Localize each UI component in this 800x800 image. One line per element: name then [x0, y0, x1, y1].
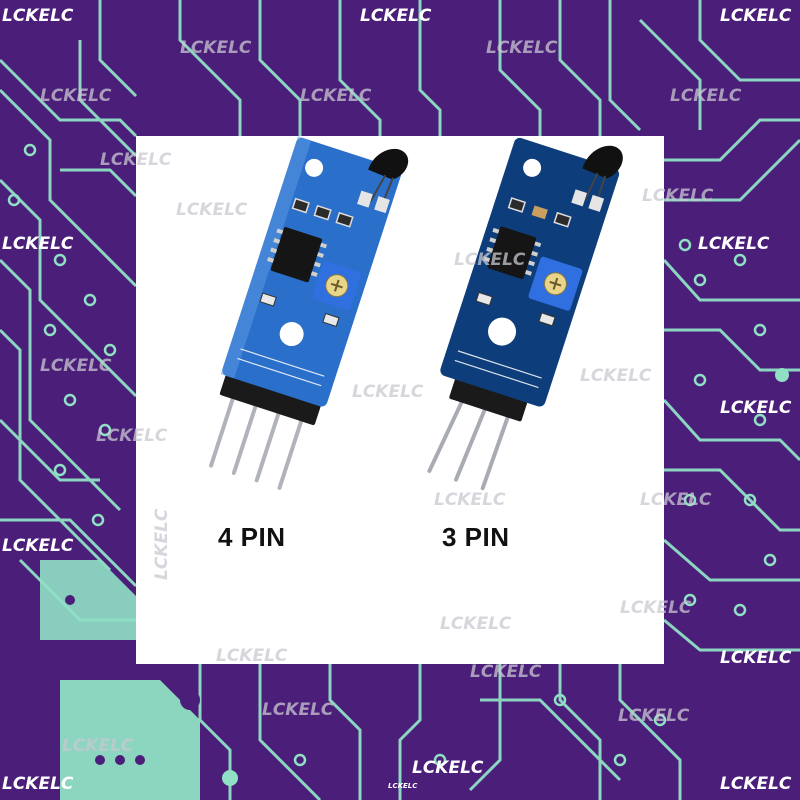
watermark: LCKELC	[352, 382, 424, 402]
watermark: LCKELC	[2, 234, 74, 254]
caption-3-pin: 3 PIN	[442, 522, 510, 552]
watermark: LCKELC	[698, 234, 770, 254]
watermark: LCKELC	[470, 662, 542, 682]
watermark: LCKELC	[96, 426, 168, 446]
watermark: LCKELC	[720, 6, 792, 26]
watermark-small: LCKELC	[388, 782, 418, 790]
watermark: LCKELC	[2, 6, 74, 26]
watermark: LCKELC	[486, 38, 558, 58]
watermark: LCKELC	[62, 736, 134, 756]
watermark: LCKELC	[262, 700, 334, 720]
caption-4-pin: 4 PIN	[218, 522, 286, 552]
module-4pin	[209, 136, 409, 490]
watermark: LCKELC	[454, 250, 526, 270]
watermark: LCKELC	[434, 490, 506, 510]
watermark: LCKELC	[176, 200, 248, 220]
module-3pin	[427, 137, 623, 491]
watermark: LCKELC	[2, 536, 74, 556]
watermark: LCKELC	[640, 490, 712, 510]
watermark: LCKELC	[580, 366, 652, 386]
watermark-vertical: LCKELC	[152, 508, 172, 580]
watermark: LCKELC	[720, 648, 792, 668]
watermark: LCKELC	[300, 86, 372, 106]
watermark: LCKELC	[360, 6, 432, 26]
watermark: LCKELC	[618, 706, 690, 726]
watermark: LCKELC	[620, 598, 692, 618]
watermark: LCKELC	[216, 646, 288, 666]
sensor-modules-illustration	[209, 136, 623, 491]
watermark: LCKELC	[412, 758, 484, 778]
watermark: LCKELC	[440, 614, 512, 634]
watermark: LCKELC	[670, 86, 742, 106]
watermark: LCKELC	[40, 86, 112, 106]
watermark: LCKELC	[720, 398, 792, 418]
watermark: LCKELC	[40, 356, 112, 376]
watermark: LCKELC	[642, 186, 714, 206]
watermark: LCKELC	[2, 774, 74, 794]
watermark: LCKELC	[720, 774, 792, 794]
watermark: LCKELC	[180, 38, 252, 58]
watermark: LCKELC	[100, 150, 172, 170]
